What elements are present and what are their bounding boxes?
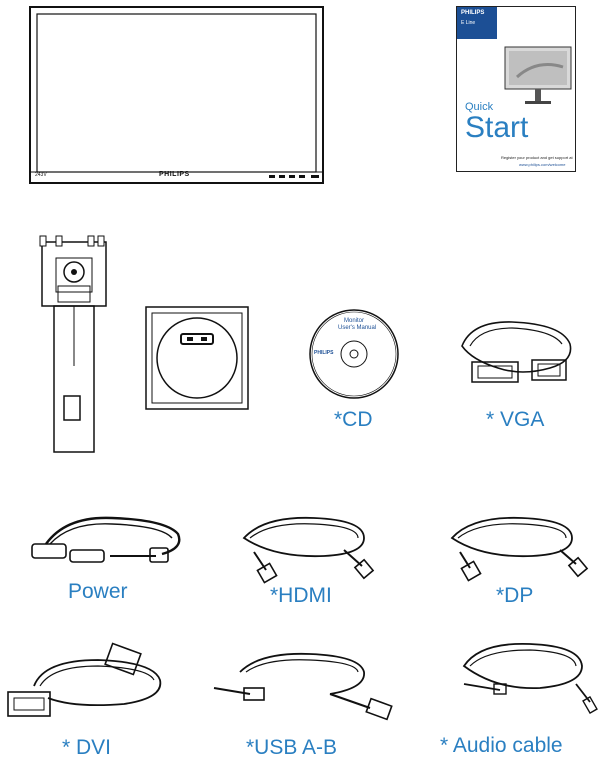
power-cable-item: Power bbox=[26, 514, 186, 608]
quickstart-quick: Quick bbox=[465, 101, 494, 113]
vga-label: * VGA bbox=[486, 408, 545, 431]
cd-label: *CD bbox=[334, 408, 373, 431]
hdmi-cable bbox=[242, 516, 375, 584]
vga-cable bbox=[461, 321, 572, 383]
usb-cable bbox=[213, 652, 393, 721]
quickstart-monitor-image bbox=[504, 46, 572, 104]
hdmi-label: *HDMI bbox=[270, 584, 332, 607]
stand-base bbox=[145, 306, 249, 410]
quick-start-guide: PHILIPS E Line Quick Start Register your… bbox=[456, 6, 576, 172]
dp-cable bbox=[450, 516, 589, 582]
cd-disc bbox=[309, 309, 399, 399]
vga-item: * VGA bbox=[452, 316, 582, 436]
monitor-buttons bbox=[269, 175, 319, 178]
cd-brand: PHILIPS bbox=[314, 350, 334, 356]
power-label: Power bbox=[68, 580, 128, 603]
power-cable bbox=[31, 516, 181, 563]
cd-subtitle: User's Manual bbox=[338, 325, 377, 331]
audio-cable-item: * Audio cable bbox=[440, 638, 612, 760]
dvi-cable bbox=[7, 642, 162, 717]
cd-title: Monitor bbox=[344, 318, 365, 324]
stand-drawing bbox=[39, 235, 107, 453]
monitor-drawing bbox=[29, 6, 324, 184]
quickstart-brand: PHILIPS bbox=[461, 10, 485, 16]
stand-column bbox=[36, 235, 116, 456]
usb-cable-item: *USB A-B bbox=[210, 650, 410, 760]
usb-label: *USB A-B bbox=[246, 736, 338, 759]
cd-item: Monitor User's Manual PHILIPS *CD bbox=[300, 300, 408, 440]
monitor-illustration: 243V PHILIPS bbox=[29, 6, 325, 186]
quickstart-header: PHILIPS E Line bbox=[457, 7, 497, 39]
audio-cable bbox=[462, 642, 598, 715]
quickstart-start: Start bbox=[465, 111, 529, 144]
quickstart-register-text: Register your product and get support at bbox=[501, 155, 573, 160]
monitor-model-tag: 243V bbox=[35, 172, 47, 178]
quickstart-line: E Line bbox=[461, 20, 476, 26]
audio-label: * Audio cable bbox=[440, 734, 563, 757]
quickstart-register-url: www.philips.com/welcome bbox=[519, 162, 566, 167]
dp-label: *DP bbox=[496, 584, 534, 607]
dvi-cable-item: * DVI bbox=[4, 642, 180, 760]
base-drawing bbox=[145, 306, 249, 410]
dp-cable-item: *DP bbox=[436, 514, 596, 610]
hdmi-cable-item: *HDMI bbox=[224, 514, 384, 610]
dvi-label: * DVI bbox=[62, 736, 112, 759]
monitor-brand-logo: PHILIPS bbox=[159, 171, 190, 178]
